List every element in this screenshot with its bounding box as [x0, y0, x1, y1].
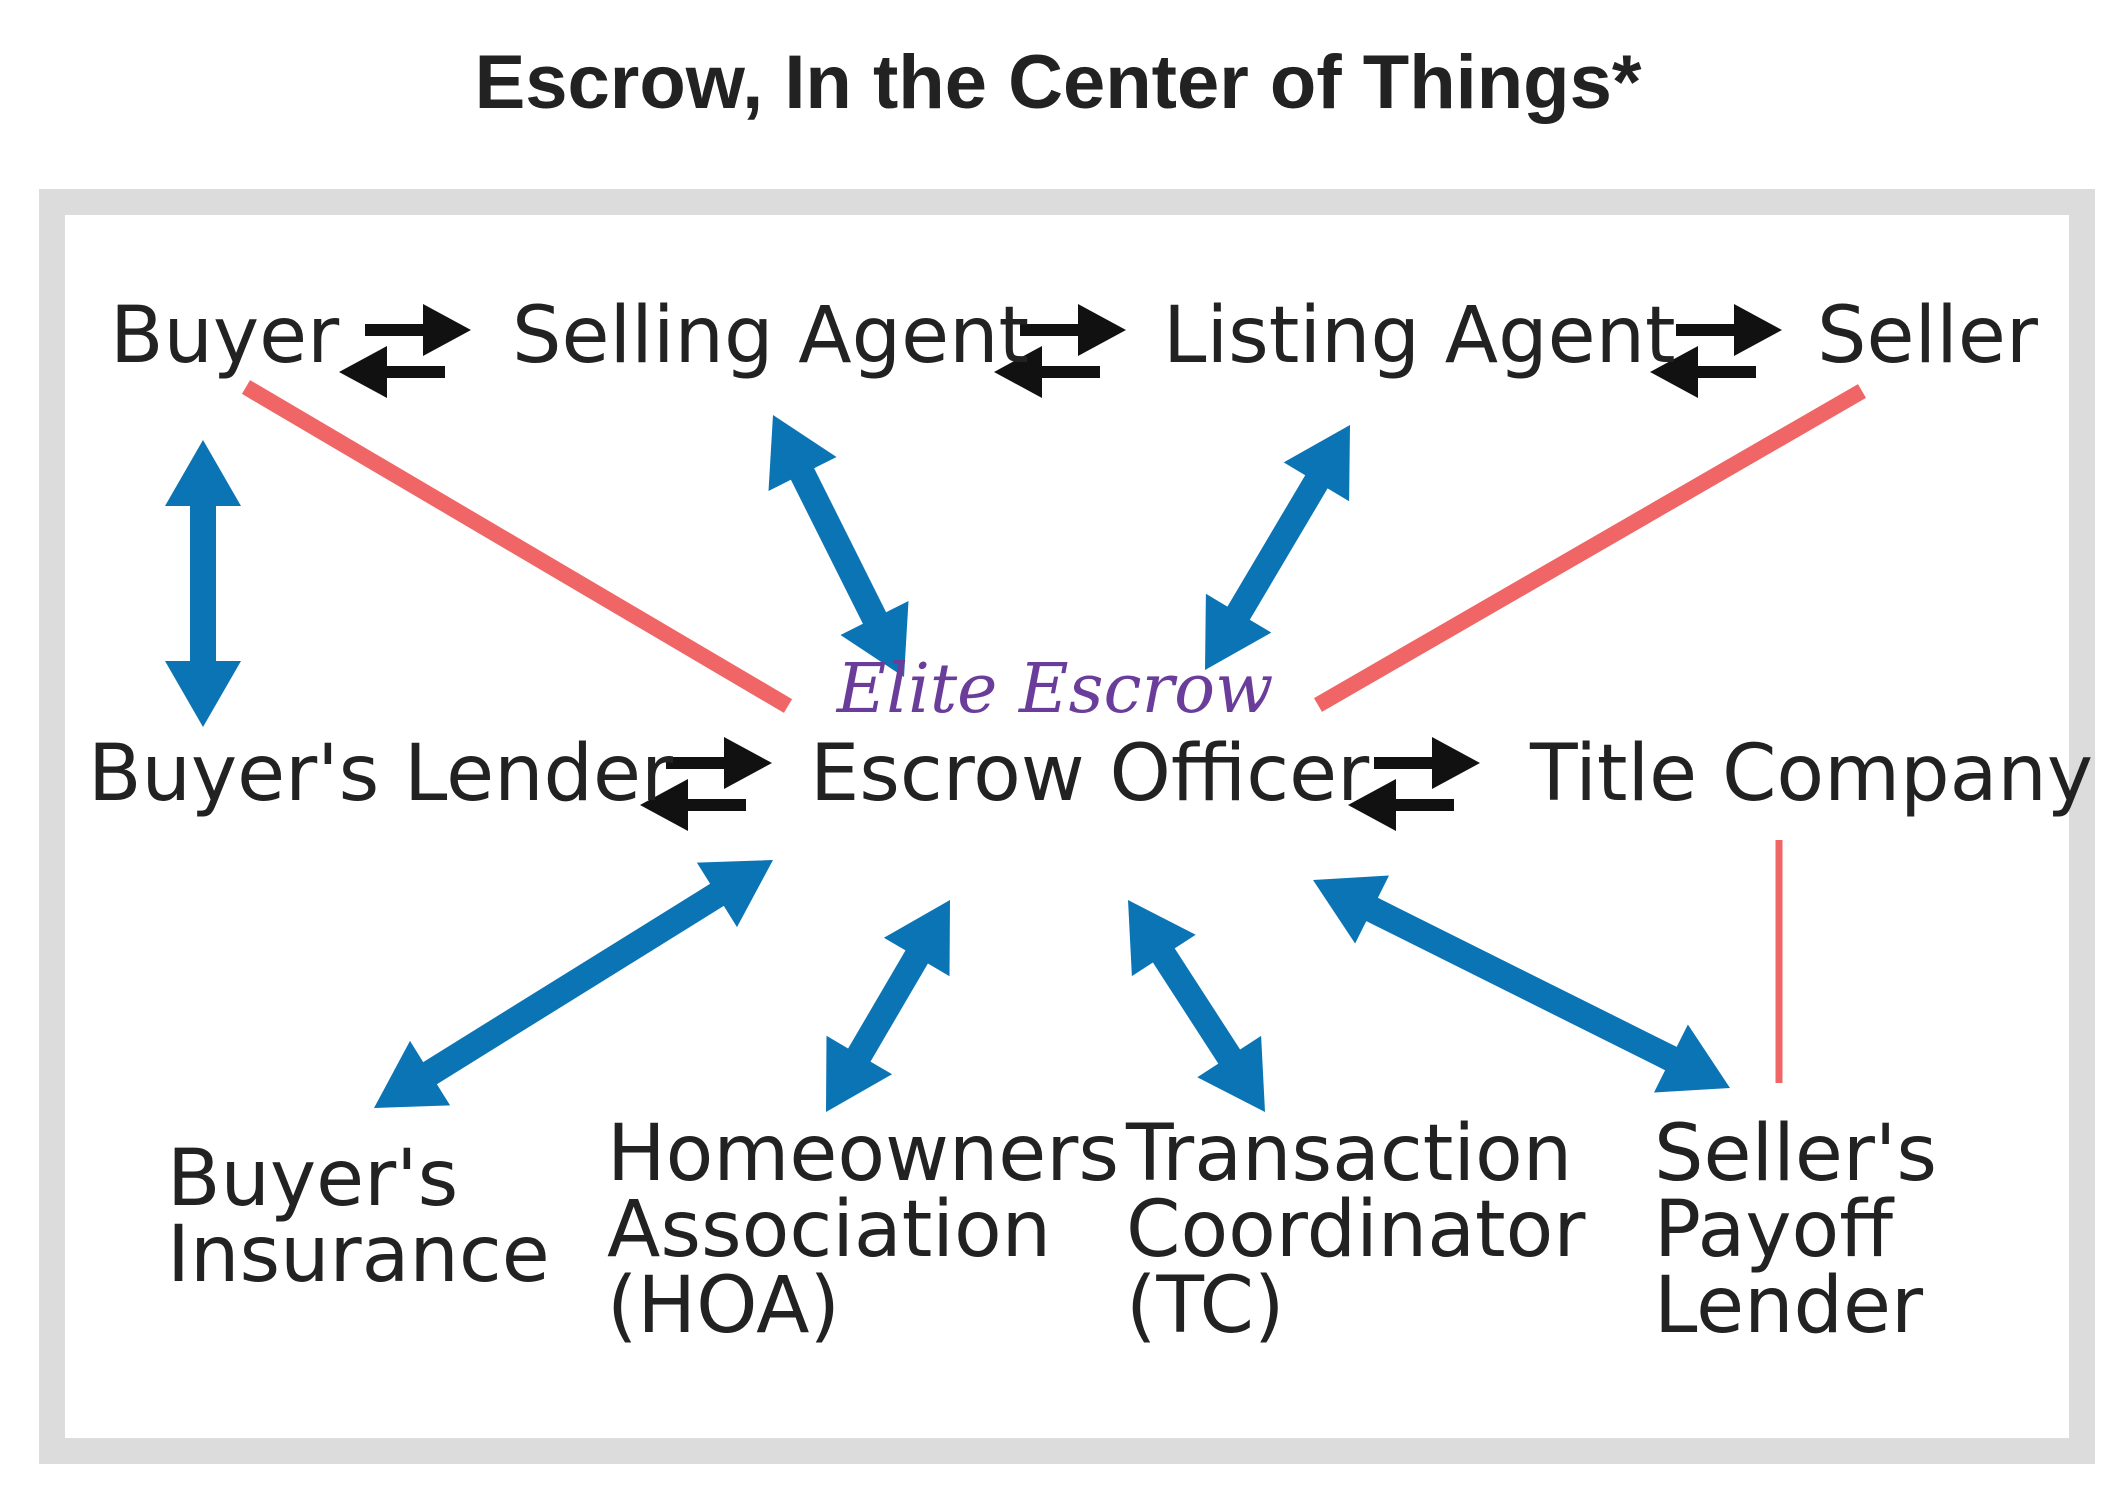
exchange-icon-escrow-officer-to-title-company — [1348, 737, 1480, 831]
two-way-arrow-listing-agent-to-escrow-officer — [1205, 425, 1350, 670]
direct-line-buyer-to-escrow-officer — [241, 380, 793, 713]
node-label-line: Title Company — [1529, 729, 2093, 819]
two-way-arrow-escrow-officer-to-hoa — [826, 900, 950, 1112]
node-label-line: Homeowners — [607, 1109, 1119, 1199]
two-way-arrow-buyer-to-buyers-lender — [165, 440, 241, 727]
node-label-line: Seller — [1817, 291, 2039, 381]
node-escrow-officer: Escrow Officer — [810, 729, 1370, 819]
node-label-line: Escrow Officer — [810, 729, 1370, 819]
node-listing-agent: Listing Agent — [1163, 291, 1676, 381]
node-label-line: Insurance — [167, 1210, 550, 1300]
node-label-line: Listing Agent — [1163, 291, 1676, 381]
exchange-head-right — [423, 304, 471, 356]
exchange-head-left — [339, 346, 387, 398]
node-label-line: Coordinator — [1126, 1185, 1586, 1275]
node-buyers-lender: Buyer's Lender — [88, 729, 674, 819]
exchange-icon-buyer-to-selling-agent — [339, 304, 471, 398]
node-label-line: Seller's — [1654, 1109, 1937, 1199]
node-label-line: Payoff — [1654, 1185, 1895, 1275]
elite-escrow-logo: Elite Escrow — [835, 650, 1274, 729]
node-seller: Seller — [1817, 291, 2039, 381]
exchange-head-right — [724, 737, 772, 789]
exchange-head-left — [640, 779, 688, 831]
two-way-arrow-escrow-officer-to-sellers-payoff-lender — [1313, 875, 1730, 1093]
exchange-head-left — [994, 346, 1042, 398]
node-buyer: Buyer — [110, 291, 340, 381]
node-label-line: Selling Agent — [512, 291, 1029, 381]
exchange-head-left — [1650, 346, 1698, 398]
two-way-arrow-selling-agent-to-escrow-officer — [768, 415, 909, 677]
node-label-line: Association — [607, 1185, 1051, 1275]
node-label-line: Transaction — [1125, 1109, 1572, 1199]
exchange-head-right — [1432, 737, 1480, 789]
exchange-icon-selling-agent-to-listing-agent — [994, 304, 1126, 398]
node-label-line: (HOA) — [607, 1261, 840, 1351]
exchange-head-left — [1348, 779, 1396, 831]
exchange-head-right — [1078, 304, 1126, 356]
node-title-company: Title Company — [1529, 729, 2093, 819]
diagram-title: Escrow, In the Center of Things* — [475, 40, 1642, 125]
direct-lines — [241, 380, 1866, 1083]
node-selling-agent: Selling Agent — [512, 291, 1029, 381]
exchange-arrows — [339, 304, 1782, 831]
direct-line-seller-to-escrow-officer — [1314, 384, 1866, 712]
node-label-line: (TC) — [1126, 1261, 1284, 1351]
node-labels: Buyer Selling Agent Listing Agent SellerBuy… — [88, 291, 2093, 1351]
exchange-head-right — [1734, 304, 1782, 356]
diagram-frame — [39, 189, 2095, 1464]
node-label-line: Buyer's — [167, 1134, 458, 1224]
exchange-icon-listing-agent-to-seller — [1650, 304, 1782, 398]
exchange-icon-buyers-lender-to-escrow-officer — [640, 737, 772, 831]
two-way-arrows — [165, 415, 1730, 1112]
two-way-arrow-escrow-officer-to-buyers-insurance — [374, 860, 773, 1108]
two-way-arrow-escrow-officer-to-tc — [1128, 900, 1265, 1112]
node-label-line: Buyer's Lender — [88, 729, 674, 819]
node-label-line: Buyer — [110, 291, 340, 381]
node-label-line: Lender — [1654, 1261, 1924, 1351]
